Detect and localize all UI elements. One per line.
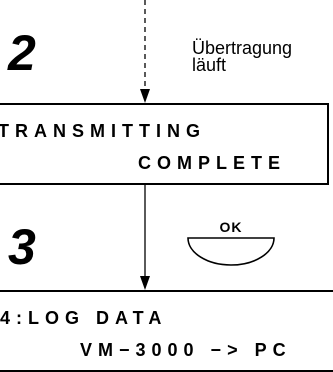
solid-arrow-head bbox=[140, 276, 150, 290]
ok-button-label: OK bbox=[219, 219, 243, 235]
step-number-2: 2 bbox=[8, 25, 36, 81]
caption-line-2: läuft bbox=[192, 55, 227, 75]
lcd-display-transmitting: TRANSMITTING COMPLETE bbox=[0, 103, 329, 185]
lcd-line-2: VM−3000 −> PC bbox=[80, 340, 292, 360]
lcd-line-1: TRANSMITTING bbox=[0, 121, 206, 141]
step-number-3: 3 bbox=[8, 219, 36, 275]
caption-line-1: Übertragung bbox=[192, 38, 293, 58]
lcd-display-log-data: 4:LOG DATA VM−3000 −> PC bbox=[0, 290, 333, 372]
ok-button-icon[interactable] bbox=[187, 208, 275, 268]
dashed-arrow-head bbox=[140, 89, 150, 103]
step-2-caption: Übertragung läuft bbox=[192, 38, 293, 75]
lcd-line-1: 4:LOG DATA bbox=[0, 308, 168, 328]
lcd-line-2: COMPLETE bbox=[138, 153, 287, 173]
